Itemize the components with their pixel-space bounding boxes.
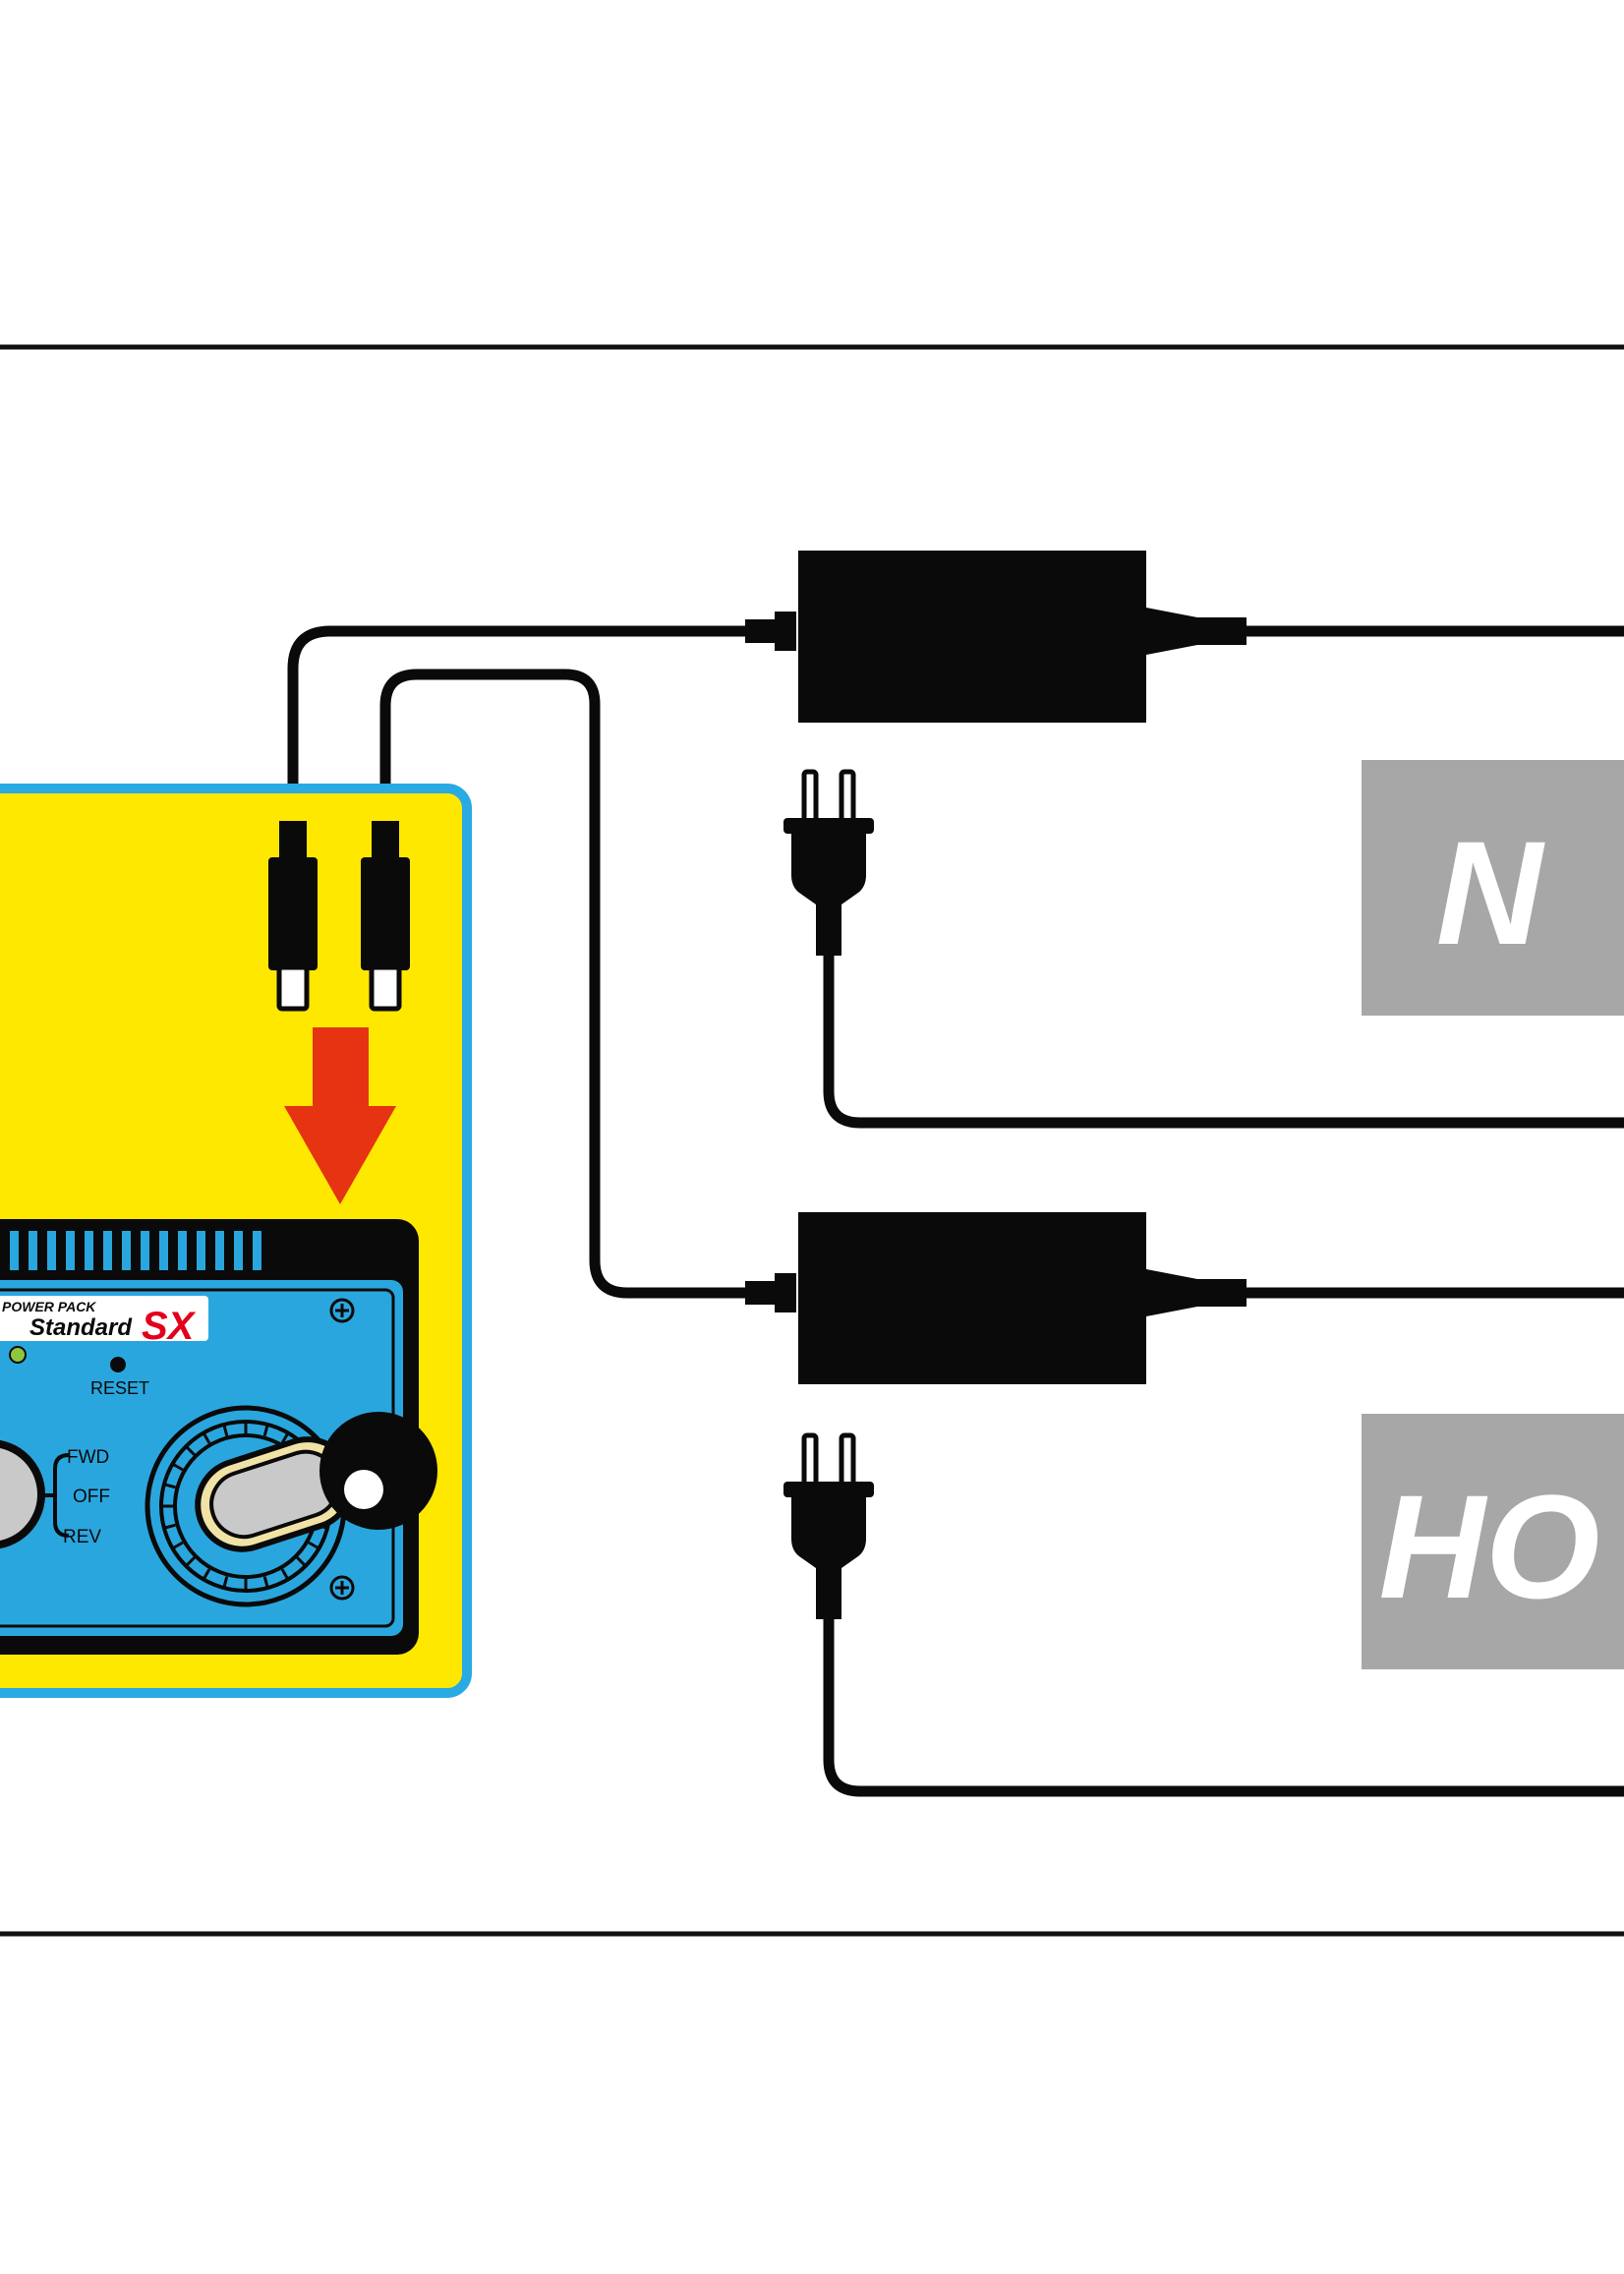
- brand-line: POWER PACK: [2, 1299, 96, 1314]
- speed-knob: [319, 1412, 437, 1530]
- dial-tick: [296, 1556, 307, 1567]
- vent-slot: [103, 1231, 112, 1270]
- dc-plug-icon: [361, 821, 410, 1012]
- dial-tick: [280, 1431, 290, 1444]
- vent-slot: [253, 1231, 261, 1270]
- scale-label-ho: HO: [1379, 1464, 1600, 1629]
- vent-slot: [10, 1231, 19, 1270]
- dial-tick: [222, 1576, 229, 1589]
- dial-tick: [202, 1568, 211, 1581]
- plug-1-cable: [823, 943, 1624, 1129]
- vent-slot: [234, 1231, 243, 1270]
- vent-slot: [122, 1231, 131, 1270]
- model-word: Standard: [29, 1314, 133, 1341]
- power-pack-device: POWER PACK Standard SX RESET FWD OFF REV: [0, 1219, 437, 1655]
- fwd-label: FWD: [67, 1447, 109, 1468]
- reset-button: [110, 1357, 126, 1372]
- vent-slots: [10, 1231, 261, 1270]
- dc-cable-2: [379, 669, 763, 1299]
- vent-slot: [159, 1231, 168, 1270]
- model-suffix: SX: [142, 1305, 197, 1348]
- ac-adapter-icon: [745, 551, 1247, 723]
- plug-2-cable: [823, 1606, 1624, 1797]
- dial-tick: [202, 1431, 211, 1444]
- dial-tick: [185, 1556, 196, 1567]
- screw-icon: [329, 1575, 355, 1601]
- vent-slot: [47, 1231, 56, 1270]
- screw-icon: [329, 1298, 355, 1323]
- dial-tick: [262, 1424, 269, 1436]
- vent-slot: [141, 1231, 149, 1270]
- dial-tick: [185, 1445, 196, 1456]
- vent-slot: [29, 1231, 37, 1270]
- status-led: [9, 1346, 27, 1364]
- dial-tick: [171, 1541, 184, 1550]
- vent-slot: [197, 1231, 205, 1270]
- off-label: OFF: [73, 1487, 110, 1507]
- direction-switch: [0, 1439, 45, 1549]
- dc-cable-1: [287, 625, 763, 827]
- dial-tick: [171, 1462, 184, 1472]
- logo-plate: [0, 1296, 208, 1341]
- vent-slot: [178, 1231, 187, 1270]
- dial-tick: [222, 1424, 229, 1436]
- speed-dial: [145, 1405, 437, 1607]
- dial-tick: [308, 1541, 320, 1550]
- scale-label-n: N: [1436, 810, 1545, 975]
- vent-slot: [85, 1231, 93, 1270]
- scale-label-box-n: [1362, 760, 1624, 1016]
- dc-plug-icon: [268, 821, 318, 1012]
- wall-plug-icon: [783, 1432, 874, 1619]
- dial-tick: [163, 1523, 176, 1530]
- vent-slot: [66, 1231, 75, 1270]
- vent-slot: [215, 1231, 224, 1270]
- cables: [287, 625, 1624, 1797]
- dial-tick: [262, 1576, 269, 1589]
- wall-plug-icon: [783, 769, 874, 956]
- dial-tick: [163, 1483, 176, 1489]
- rev-label: REV: [63, 1527, 101, 1547]
- scale-label-box-ho: [1362, 1414, 1624, 1669]
- dial-tick: [280, 1568, 290, 1581]
- down-arrow-icon: [284, 1027, 396, 1204]
- ac-adapter-icon: [745, 1212, 1247, 1384]
- reset-label: RESET: [90, 1378, 149, 1398]
